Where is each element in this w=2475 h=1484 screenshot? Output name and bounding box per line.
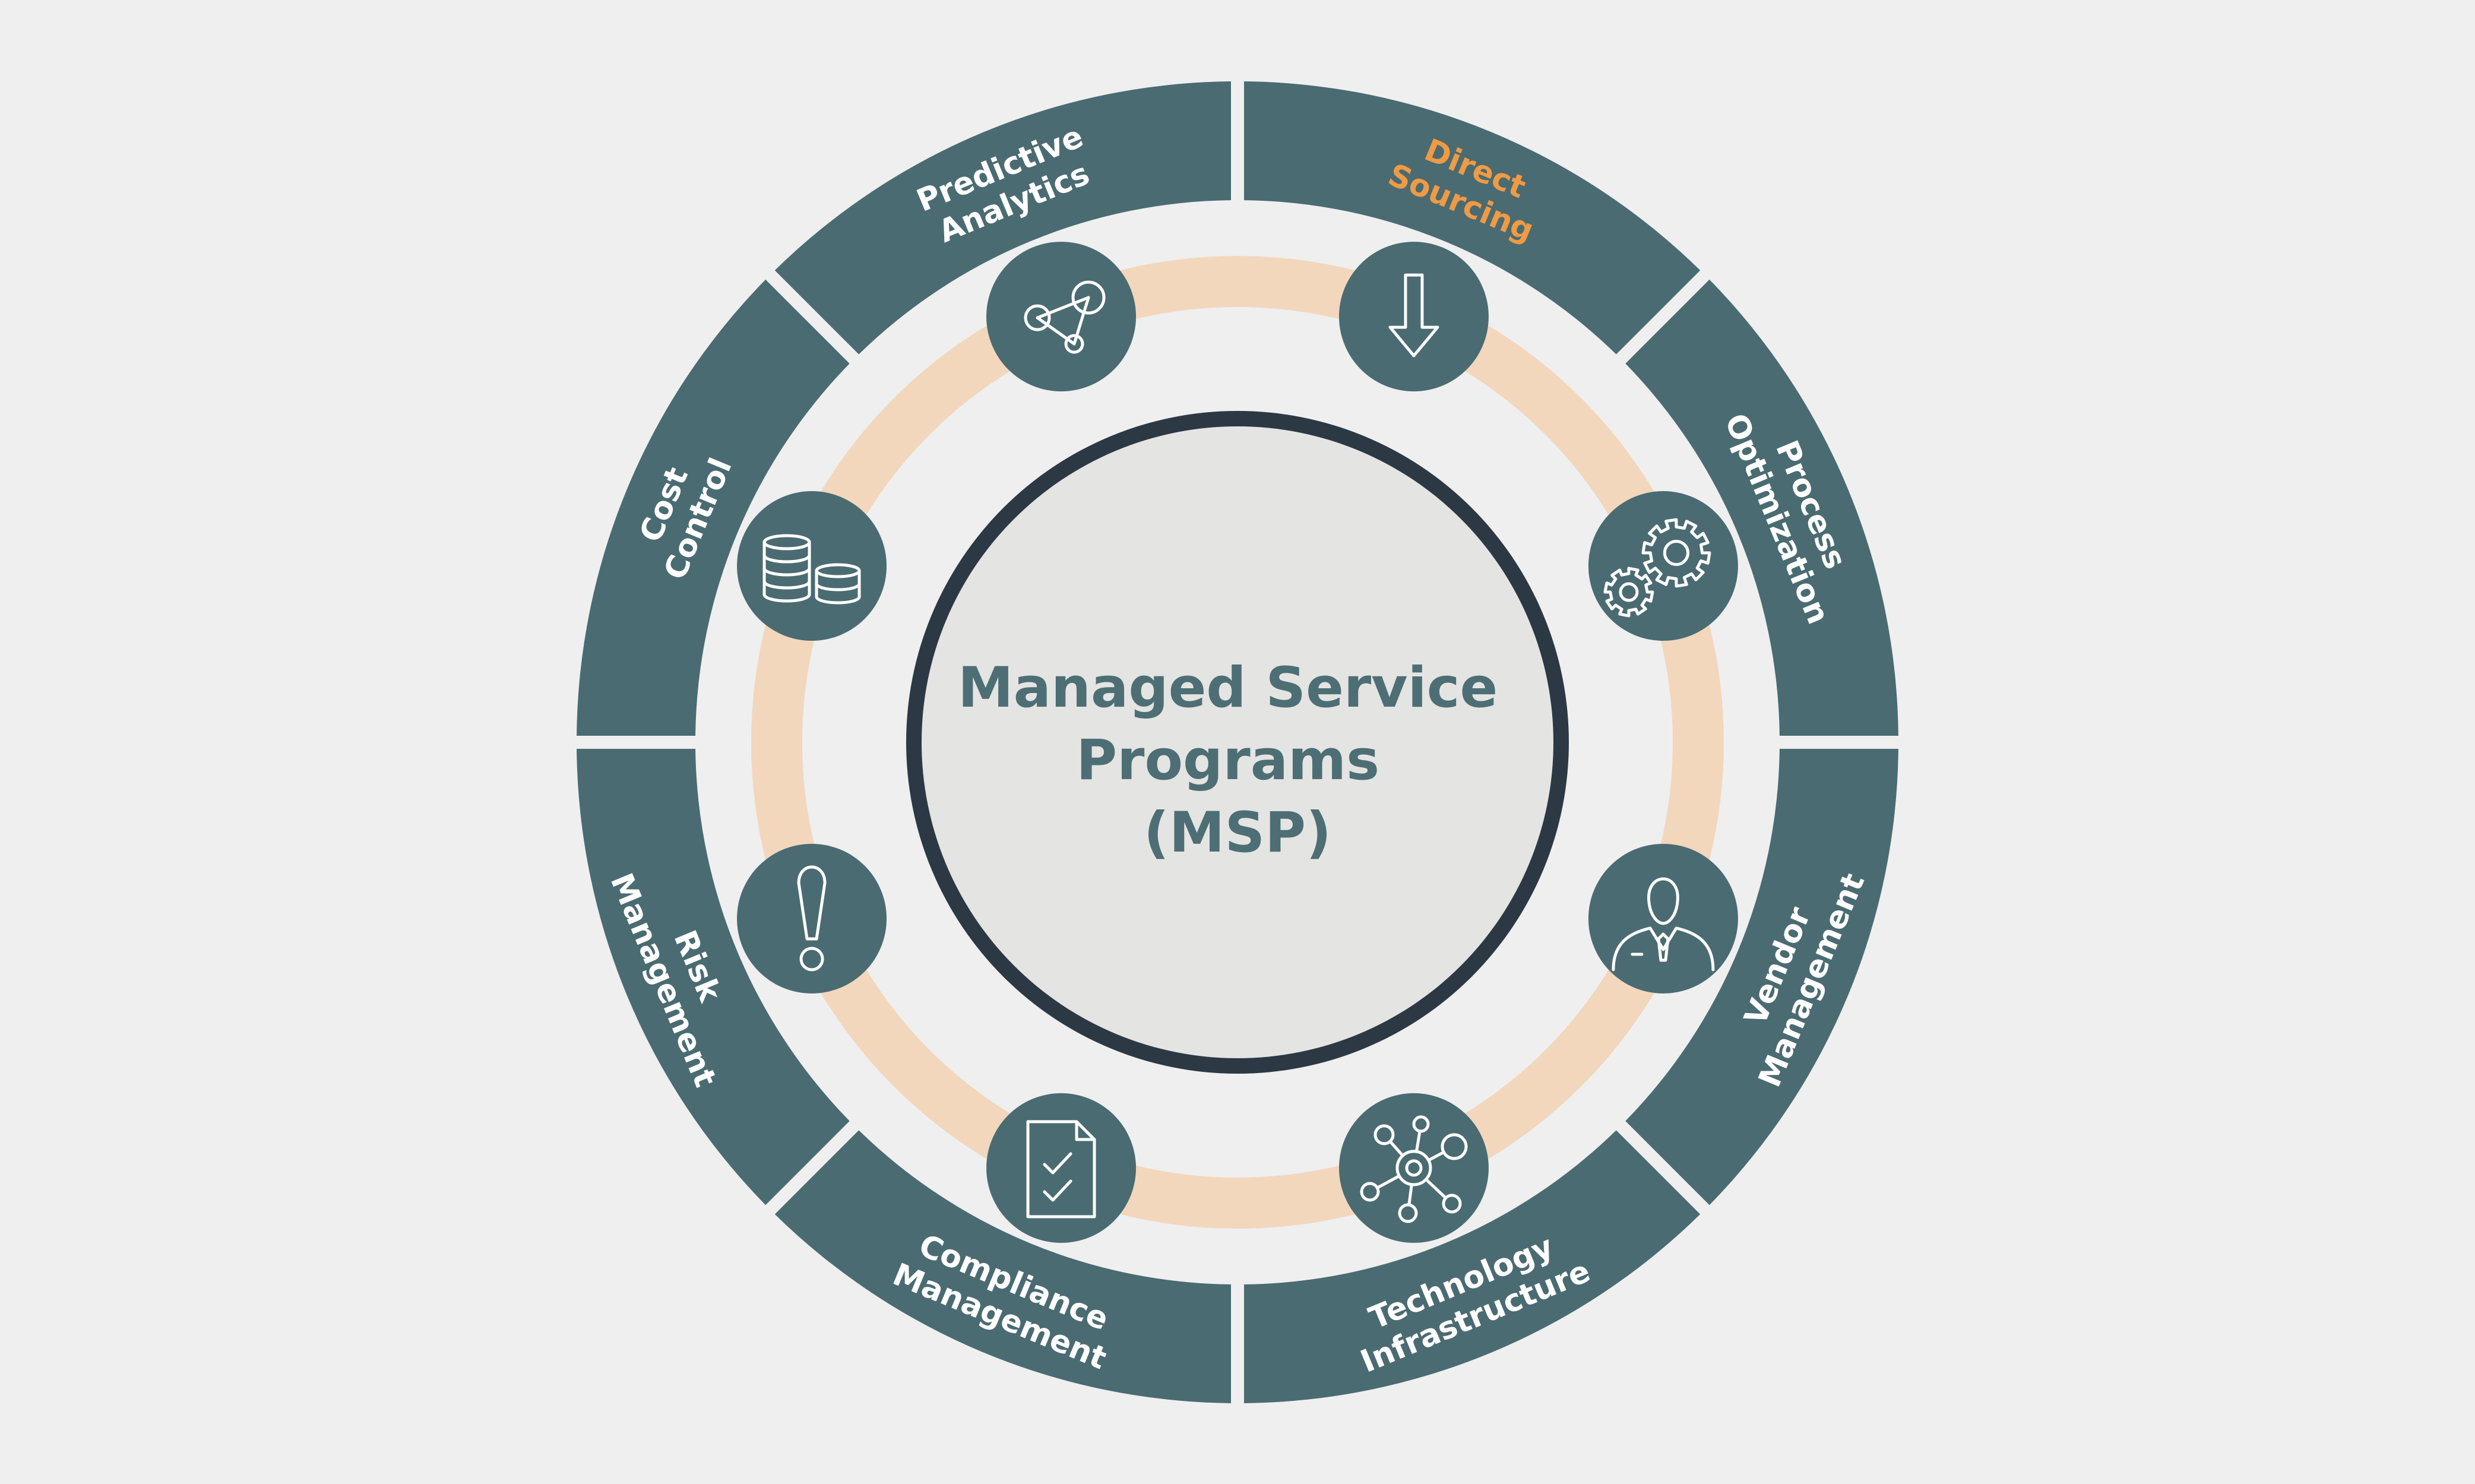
icon-circle-bg — [737, 491, 887, 641]
segment-compliance-management — [577, 748, 850, 1205]
exclamation-icon — [797, 865, 827, 972]
icon-circle-bg — [986, 1093, 1137, 1243]
coins-icon — [762, 534, 861, 605]
icon-circle-bg — [737, 843, 887, 993]
center-circle: Managed Service Programs (MSP) — [906, 411, 1569, 1074]
center-title-line-1: Managed Service — [958, 656, 1498, 720]
segment-risk-management — [577, 279, 850, 736]
segment-direct-sourcing — [1625, 279, 1898, 736]
gears-icon — [1603, 518, 1711, 618]
icon-process-optimization — [1588, 491, 1738, 641]
orange-ring — [751, 256, 1724, 1229]
icon-risk-management — [737, 843, 887, 993]
icon-technology-infrastructure — [1338, 1093, 1489, 1243]
segment-predictive-analytics — [1243, 81, 1701, 355]
icon-cost-control — [737, 491, 887, 641]
icon-compliance-management — [986, 1093, 1137, 1243]
checklist-document-icon — [1026, 1120, 1096, 1219]
icon-vendor-management — [1588, 843, 1738, 993]
outer-segments-ring — [577, 81, 1898, 1403]
center-inner-fill — [922, 426, 1553, 1058]
icon-predictive-analytics — [986, 242, 1137, 392]
icon-circle-bg — [986, 242, 1137, 392]
segment-process-optimization — [1625, 748, 1898, 1205]
orange-connector-ring — [751, 256, 1724, 1229]
center-title-line-3: (MSP) — [1144, 800, 1331, 865]
icon-circles — [737, 242, 1738, 1243]
down-arrow-icon — [1388, 273, 1439, 357]
network-nodes-icon — [1024, 280, 1106, 354]
center-title: Managed Service Programs (MSP) — [958, 656, 1517, 865]
center-title-line-2: Programs — [1076, 728, 1379, 793]
icon-direct-sourcing — [1338, 242, 1489, 392]
segment-cost-control — [774, 81, 1232, 355]
segment-vendor-management — [1243, 1130, 1701, 1403]
segment-technology-infrastructure — [774, 1130, 1232, 1403]
icon-circle-bg — [1338, 242, 1489, 392]
icon-circle-bg — [1588, 843, 1738, 993]
icon-circle-bg — [1588, 491, 1738, 641]
hub-icon — [1360, 1115, 1468, 1223]
person-icon — [1612, 877, 1715, 972]
